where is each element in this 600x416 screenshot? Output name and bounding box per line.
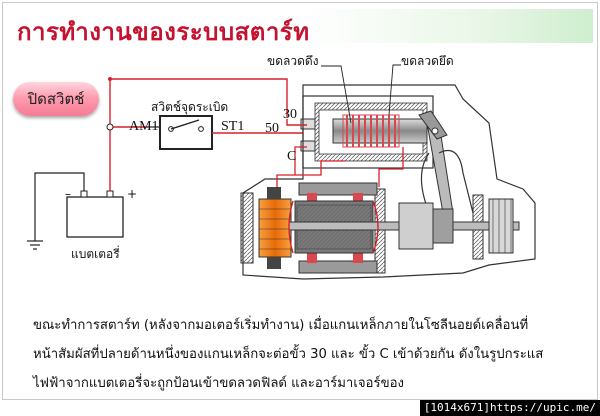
- terminal-30-label: 30: [283, 107, 297, 122]
- description-text: ขณะทำการสตาร์ท (หลังจากมอเตอร์เริ่มทำงาน…: [33, 311, 593, 398]
- slide-frame: การทำงานของระบบสตาร์ท ปิดสวิตช์: [2, 2, 598, 400]
- battery-plus-label: +: [127, 187, 138, 201]
- battery-minus-label: –: [65, 187, 71, 201]
- ignition-switch-symbol: [147, 115, 213, 150]
- hold-in-coil-label: ขดลวดยึด: [401, 54, 454, 68]
- pull-in-coil-leader: [321, 65, 352, 124]
- terminal-50-label: 50: [265, 121, 279, 136]
- description-line: ขณะทำการสตาร์ท (หลังจากมอเตอร์เริ่มทำงาน…: [33, 318, 529, 333]
- armature: [288, 200, 520, 254]
- terminal-c-label: C: [287, 149, 297, 164]
- st1-label: ST1: [221, 119, 245, 134]
- battery-symbol: [66, 190, 124, 238]
- field-coils: [298, 182, 378, 274]
- battery-positive-wire: [106, 77, 288, 191]
- switch-off-label: ปิดสวิตช์: [27, 90, 85, 108]
- solenoid: [300, 95, 434, 169]
- title-bar-gradient: [303, 9, 593, 43]
- solenoid-coil-windings: [342, 114, 400, 148]
- description-line: หน้าสัมผัสที่ปลายด้านหนึ่งของแกนเหล็กจะต…: [33, 347, 544, 362]
- ignition-switch-label: สวิตช์จุดระเบิด: [151, 100, 229, 114]
- pull-in-coil-label: ขดลวดดึง: [267, 54, 319, 68]
- starter-circuit-diagram: [27, 64, 536, 280]
- hold-in-coil-leader: [388, 64, 401, 116]
- page-title: การทำงานของระบบสตาร์ท: [17, 18, 310, 46]
- internal-current-path: [276, 119, 404, 187]
- ground-wire: [27, 172, 85, 250]
- battery-label: แบตเตอรี่: [71, 247, 120, 261]
- pinion-gear: [398, 198, 514, 254]
- source-footer: [1014x671]https://upic.me/: [419, 400, 600, 416]
- commutator: [258, 187, 292, 269]
- switch-off-button[interactable]: ปิดสวิตช์: [13, 82, 99, 116]
- description-line: ไฟฟ้าจากแบตเตอรี่จะถูกป้อนเข้าขดลวดฟิลด์…: [33, 376, 404, 391]
- am1-label: AM1: [129, 119, 159, 134]
